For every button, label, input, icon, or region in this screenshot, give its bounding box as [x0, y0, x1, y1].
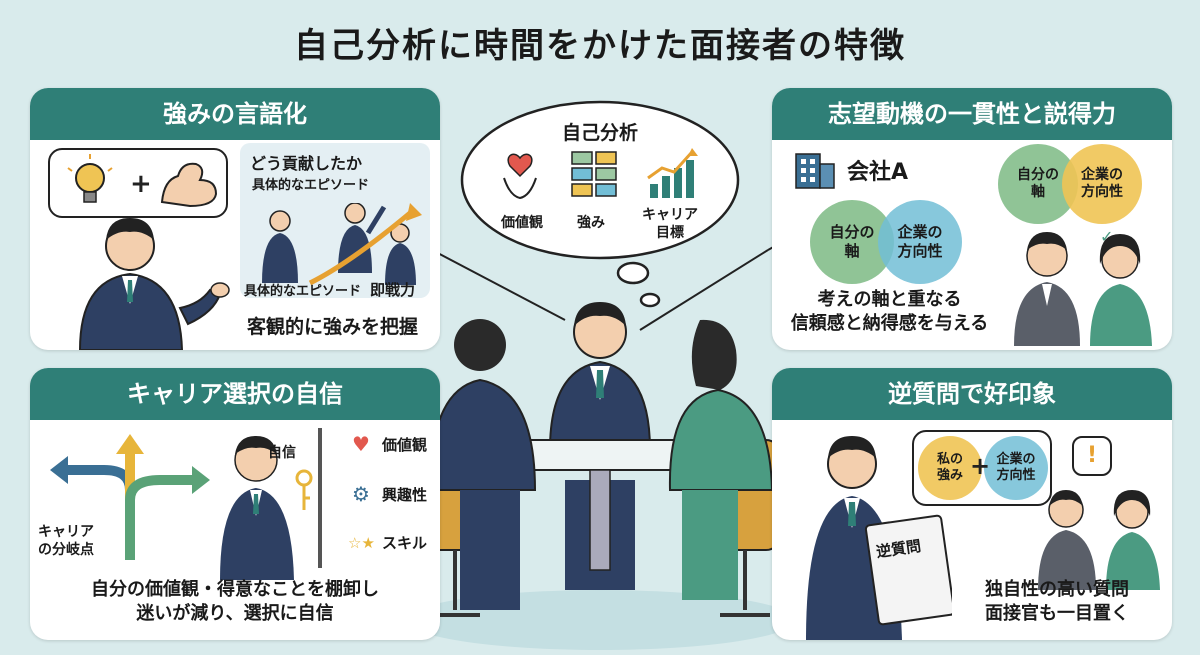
- meeting-table: [494, 439, 706, 571]
- value-label-values: 価値観: [382, 435, 428, 454]
- plus-icon: +: [130, 169, 152, 199]
- branch-arrows-icon: [50, 434, 210, 560]
- listeners-figure: [1038, 490, 1160, 590]
- flexed-arm-icon: [160, 162, 218, 208]
- right-interviewer-figure: [668, 319, 774, 600]
- check-icon: ✓: [1100, 227, 1113, 246]
- idea-bubble-icons: +: [67, 154, 218, 208]
- idea-bubble: +: [48, 148, 228, 218]
- episode-card: [240, 143, 430, 298]
- question-company-circle: 企業の 方向性: [984, 436, 1048, 500]
- panel-career: キャリア選択の自信 キャリア の分岐点 自信 ♥ 価値観 ⚙ 興趣性 ☆★ スキ…: [30, 368, 440, 640]
- company-direction-circle-small: 企業の 方向性: [1062, 144, 1142, 224]
- self-analysis-item-values: 価値観: [501, 215, 543, 231]
- value-row-skill: ☆★ スキル: [348, 532, 427, 553]
- values-divider: [318, 428, 322, 568]
- question-caption: 独自性の高い質問 面接官も一目置く: [985, 579, 1129, 625]
- stars-icon: ☆★: [348, 533, 375, 552]
- team-scene: [262, 203, 422, 286]
- panel-question-header: 逆質問で好印象: [772, 368, 1172, 420]
- contribution-label: どう貢献したか: [250, 154, 363, 173]
- self-analysis-icons: [503, 148, 698, 200]
- episode-label-bottom: 具体的なエピソード: [244, 284, 362, 299]
- confident-person-figure: [220, 436, 313, 580]
- lightbulb-icon: [67, 154, 113, 203]
- panel-motivation: 志望動機の一貫性と説得力 会社A 自分の 軸 企業の 方向性 自分の 軸 企業の…: [772, 88, 1172, 350]
- episode-label-top: 具体的なエピソード: [252, 178, 370, 193]
- company-label: 会社A: [847, 160, 909, 185]
- company-direction-label-small: 企業の 方向性: [1081, 166, 1123, 201]
- career-caption: 自分の価値観・得意なことを棚卸し 迷いが減り、選択に自信: [91, 579, 379, 625]
- own-axis-label-small: 自分の 軸: [1017, 166, 1059, 201]
- presenter-figure: [78, 218, 230, 350]
- company-direction-circle: 企業の 方向性: [878, 200, 962, 284]
- plus-sign: +: [970, 452, 991, 480]
- exclamation-icon: !: [1072, 436, 1112, 476]
- panel-strengths: 強みの言語化 +: [30, 88, 440, 350]
- motivation-caption: 考えの軸と重なる 信頼感と納得感を与える: [790, 289, 989, 335]
- panel-career-header: キャリア選択の自信: [30, 368, 440, 420]
- heart-hands-icon: [503, 153, 537, 200]
- strengths-caption: 客観的に強みを把握: [246, 316, 418, 338]
- panel-motivation-header: 志望動機の一貫性と説得力: [772, 88, 1172, 140]
- building-icon: [795, 153, 835, 189]
- question-company-label: 企業の 方向性: [996, 451, 1036, 483]
- questioner-figure: [806, 436, 952, 640]
- confidence-label: 自信: [268, 445, 296, 461]
- growth-chart-icon: [647, 148, 698, 198]
- own-axis-label: 自分の 軸: [829, 223, 875, 260]
- checklist-icon: [571, 151, 617, 197]
- self-analysis-heading: 自己分析: [561, 122, 638, 144]
- panel-strengths-header: 強みの言語化: [30, 88, 440, 140]
- key-icon: [295, 469, 313, 510]
- interviewers-figure: ✓: [1014, 227, 1152, 346]
- value-row-interest: ⚙ 興趣性: [348, 482, 427, 506]
- my-strength-label: 私の 強み: [936, 451, 963, 483]
- company-direction-label: 企業の 方向性: [897, 223, 943, 260]
- value-label-skill: スキル: [382, 534, 428, 552]
- branch-label: キャリア の分岐点: [38, 524, 94, 559]
- heart-icon: ♥: [352, 432, 370, 456]
- page-title: 自己分析に時間をかけた面接者の特徴: [294, 26, 906, 66]
- gear-icon: ⚙: [352, 482, 370, 506]
- self-analysis-item-strength: 強み: [577, 215, 605, 231]
- own-axis-circle-small: 自分の 軸: [998, 144, 1078, 224]
- my-strength-circle: 私の 強み: [918, 436, 982, 500]
- value-row-values: ♥ 価値観: [348, 432, 427, 456]
- interview-scene: [405, 302, 795, 650]
- left-interviewer-figure: [428, 319, 537, 610]
- panel-question: 逆質問で好印象 私の 強み 企業の 方向性 + ! 逆質問 独自性の高い質問 面…: [772, 368, 1172, 640]
- value-label-interest: 興趣性: [382, 485, 428, 504]
- ready-label: 即戦力: [370, 281, 416, 299]
- self-analysis-item-career-goal: キャリア 目標: [642, 207, 698, 241]
